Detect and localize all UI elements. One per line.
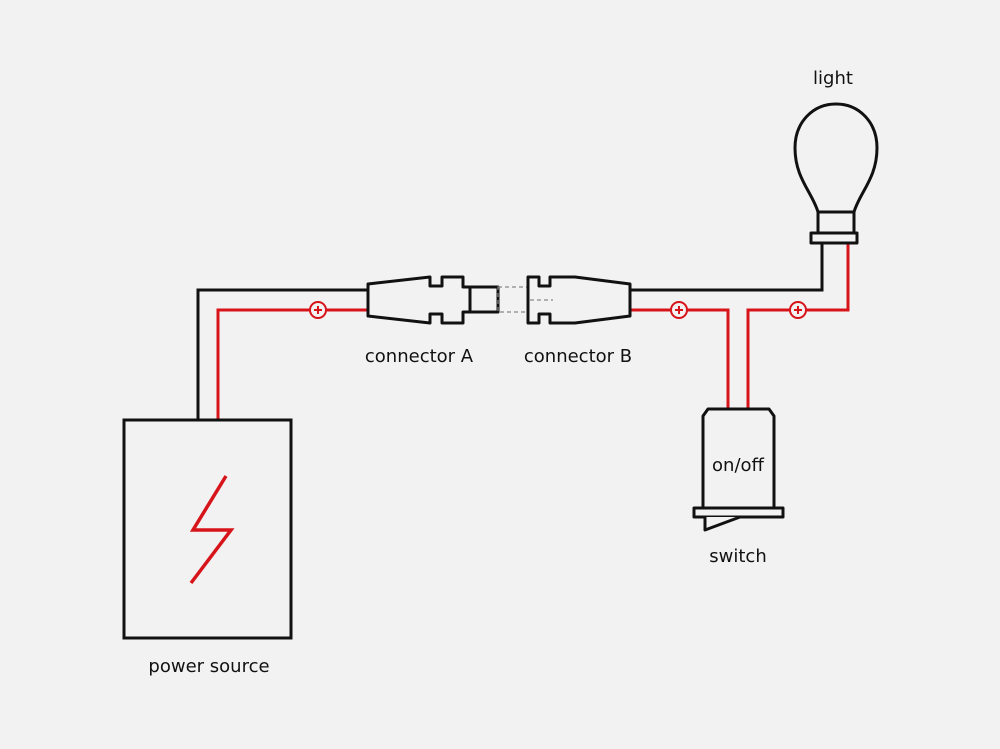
power-source xyxy=(122,418,293,640)
red-wire-power-to-connector-a xyxy=(216,308,368,420)
connector-b xyxy=(526,275,632,325)
plus-icon xyxy=(670,301,688,319)
connector-a xyxy=(366,275,500,325)
bulb-base xyxy=(816,210,856,235)
switch xyxy=(692,407,785,532)
connector-b-label: connector B xyxy=(523,346,633,367)
plus-icon xyxy=(309,301,327,319)
bulb-socket xyxy=(809,231,859,245)
red-wires xyxy=(216,244,850,420)
lightning-bolt-icon xyxy=(189,475,235,585)
red-wire-switch-to-light xyxy=(746,244,850,412)
red-wire-connector-b-to-switch xyxy=(630,308,730,412)
power-source-label: power source xyxy=(148,656,270,677)
black-wire-power-to-connector-a xyxy=(196,288,368,420)
switch-face-label: on/off xyxy=(712,455,764,476)
black-wire-connector-b-to-light xyxy=(630,244,824,292)
black-wires xyxy=(196,244,824,420)
positive-markers xyxy=(309,301,807,319)
switch-label: switch xyxy=(709,546,767,567)
connector-a-label: connector A xyxy=(364,346,474,367)
light-bulb xyxy=(793,102,879,245)
bulb-glass xyxy=(793,102,879,214)
light-label: light xyxy=(813,68,853,89)
plus-icon xyxy=(789,301,807,319)
